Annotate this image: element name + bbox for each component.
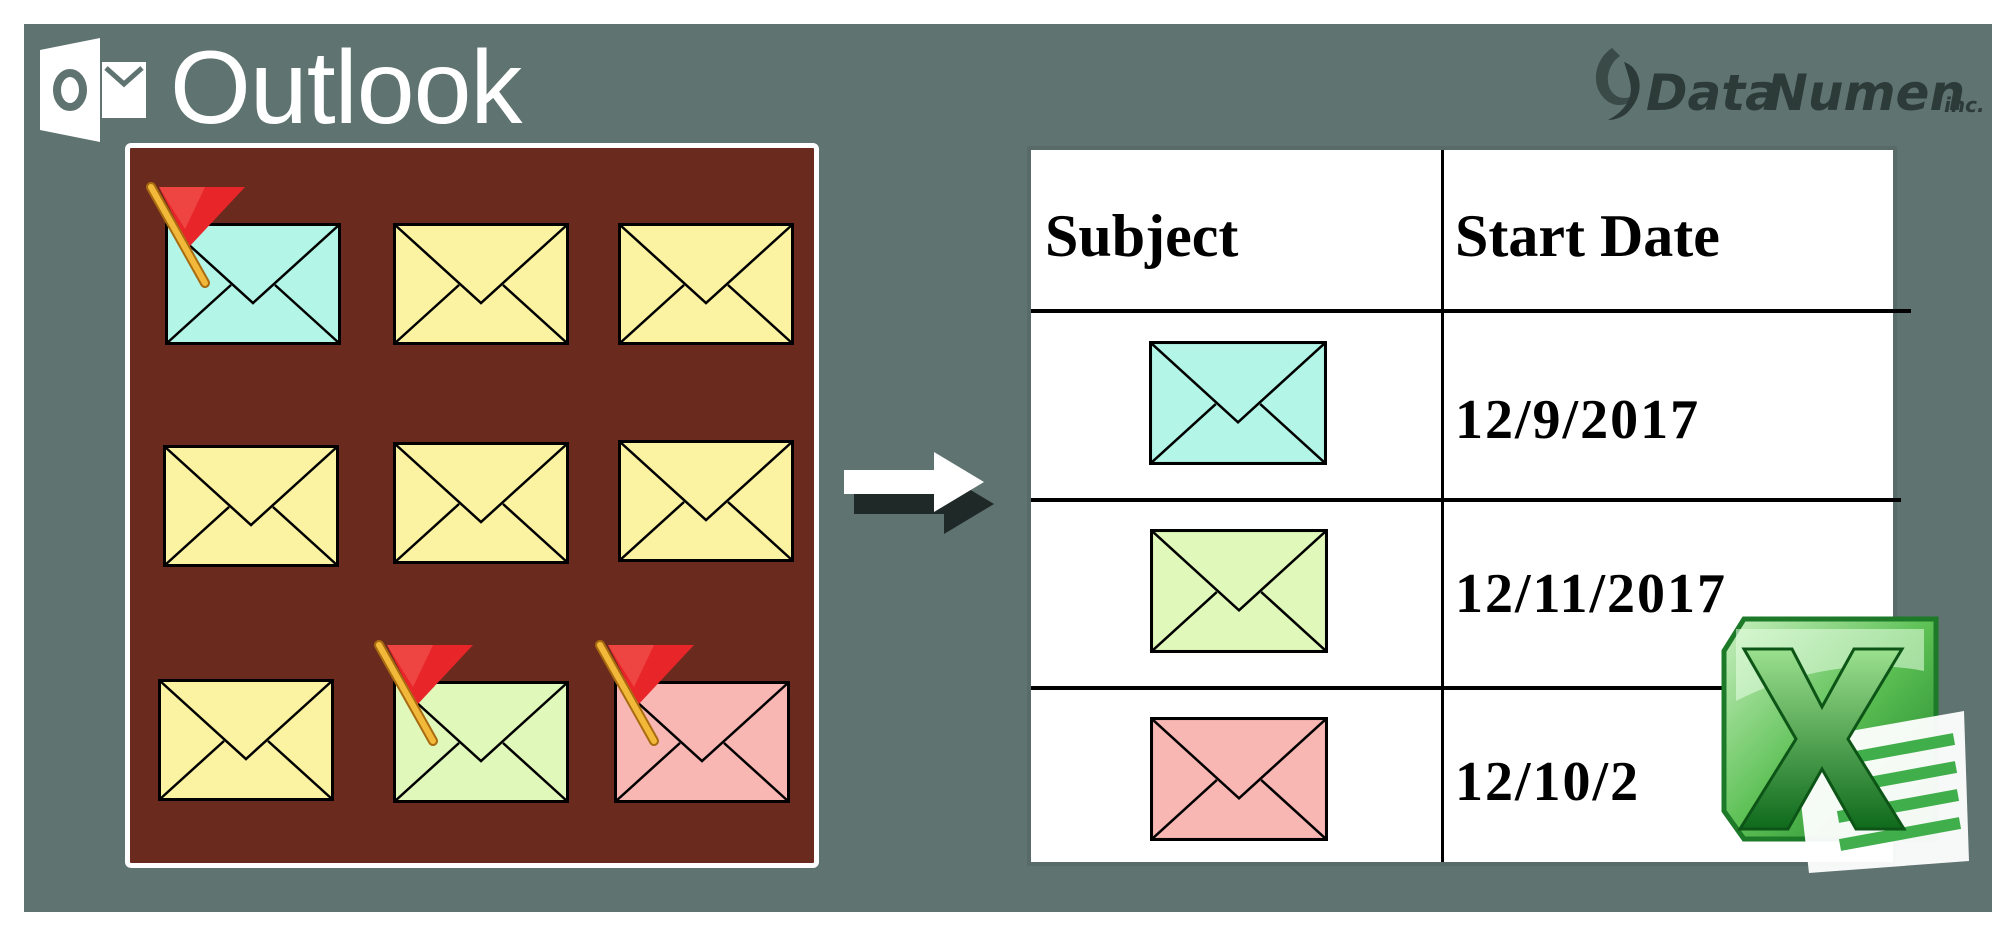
subject-envelope-icon (1149, 341, 1327, 465)
envelope-icon[interactable] (393, 223, 569, 345)
column-header-start-date: Start Date (1455, 203, 1720, 269)
outlook-title: Outlook (170, 30, 522, 146)
excel-logo-icon (1714, 611, 1974, 876)
header-divider (1031, 309, 1911, 313)
outlook-logo-icon (40, 38, 150, 142)
svg-text:inc.: inc. (1944, 93, 1984, 117)
envelope-icon[interactable] (393, 681, 569, 803)
flag-icon (594, 640, 694, 746)
envelope-icon[interactable] (618, 440, 794, 562)
flag-icon (373, 640, 473, 746)
envelope-icon[interactable] (158, 679, 334, 801)
subject-envelope-icon (1150, 529, 1328, 653)
svg-text:Numen: Numen (1766, 64, 1965, 122)
start-date-cell: 12/9/2017 (1455, 389, 1701, 451)
envelope-icon[interactable] (165, 223, 341, 345)
column-header-subject: Subject (1045, 203, 1239, 269)
start-date-cell: 12/10/2 (1455, 751, 1641, 813)
row-divider (1031, 498, 1901, 502)
envelope-icon[interactable] (618, 223, 794, 345)
banner: Outlook Data Numen inc. Subject Start Da… (24, 24, 1992, 912)
datanumen-logo-icon: Data Numen inc. (1584, 42, 1985, 132)
outlook-mailbox (125, 143, 819, 868)
right-arrow-icon (844, 452, 1004, 552)
subject-envelope-icon (1150, 717, 1328, 841)
excel-table: Subject Start Date 12/9/2017 12/11/2017 … (1027, 146, 1911, 866)
row-divider (1031, 686, 1901, 690)
envelope-icon[interactable] (393, 442, 569, 564)
column-divider (1441, 150, 1444, 862)
envelope-icon[interactable] (163, 445, 339, 567)
svg-text:Data: Data (1646, 64, 1779, 122)
envelope-icon[interactable] (614, 681, 790, 803)
flag-icon (145, 182, 245, 288)
start-date-cell: 12/11/2017 (1455, 563, 1728, 625)
